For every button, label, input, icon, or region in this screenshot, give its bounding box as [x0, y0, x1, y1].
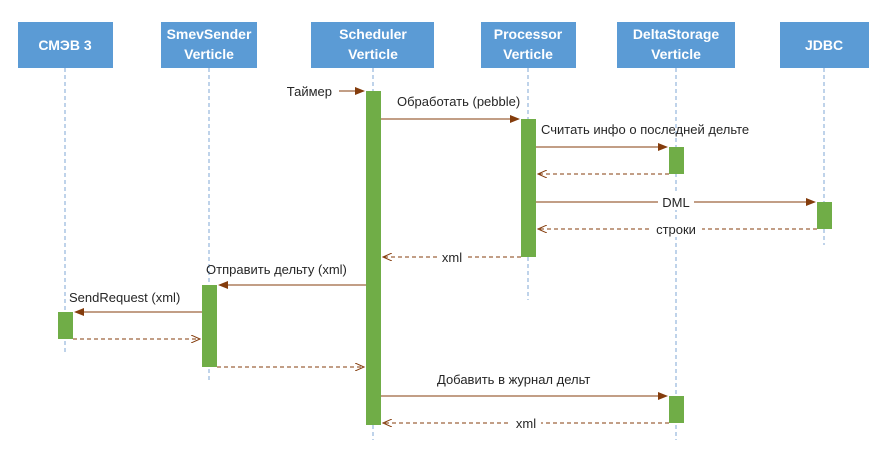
- message-label: xml: [516, 416, 536, 431]
- participant-deltastorage: DeltaStorage Verticle: [617, 22, 735, 68]
- participant-box: [161, 22, 257, 68]
- activation-smevsender: [202, 285, 217, 367]
- message-label: Обработать (pebble): [397, 94, 520, 109]
- participant-box: [780, 22, 869, 68]
- message-xml-2: xml: [383, 415, 669, 431]
- message-process: Обработать (pebble): [381, 94, 520, 123]
- messages: Таймер Обработать (pebble) Считать инфо …: [69, 84, 817, 431]
- participant-box: [481, 22, 576, 68]
- message-label: Таймер: [287, 84, 332, 99]
- participant-name-line1: SmevSender: [167, 26, 252, 42]
- participant-box: [617, 22, 735, 68]
- participant-processor: Processor Verticle: [481, 22, 576, 68]
- activation-deltastorage-read: [669, 147, 684, 174]
- activation-jdbc: [817, 202, 832, 229]
- participant-jdbc: JDBC: [780, 22, 869, 68]
- participant-name-line2: Verticle: [348, 46, 398, 62]
- participant-name: JDBC: [805, 37, 843, 53]
- label-background: [650, 221, 702, 237]
- participant-name-line1: Processor: [494, 26, 563, 42]
- participant-name-line1: DeltaStorage: [633, 26, 720, 42]
- activation-processor: [521, 119, 536, 257]
- participant-name-line2: Verticle: [184, 46, 234, 62]
- message-add-journal: Добавить в журнал дельт: [381, 372, 668, 400]
- participant-scheduler: Scheduler Verticle: [311, 22, 434, 68]
- participant-name-line2: Verticle: [651, 46, 701, 62]
- message-read-info: Считать инфо о последней дельте: [536, 122, 749, 151]
- participant-name-line2: Verticle: [503, 46, 553, 62]
- message-label: строки: [656, 222, 696, 237]
- participant-name: СМЭВ 3: [38, 37, 92, 53]
- message-label: Добавить в журнал дельт: [437, 372, 590, 387]
- participant-box: [18, 22, 113, 68]
- message-rows: строки: [538, 221, 817, 237]
- message-dml: DML: [536, 194, 816, 210]
- participant-smev3: СМЭВ 3: [18, 22, 113, 68]
- label-background: [437, 249, 467, 265]
- message-xml-1: xml: [383, 249, 521, 265]
- participant-smevsender: SmevSender Verticle: [161, 22, 257, 68]
- participant-name-line1: Scheduler: [339, 26, 407, 42]
- activation-bars: [58, 91, 832, 425]
- message-label: SendRequest (xml): [69, 290, 180, 305]
- activation-smev3: [58, 312, 73, 339]
- participants: СМЭВ 3 SmevSender Verticle Scheduler Ver…: [18, 22, 869, 68]
- message-label: xml: [442, 250, 462, 265]
- activation-deltastorage-journal: [669, 396, 684, 423]
- message-label: Отправить дельту (xml): [206, 262, 347, 277]
- message-label: Считать инфо о последней дельте: [541, 122, 749, 137]
- message-send-request: SendRequest (xml): [69, 290, 202, 316]
- message-timer: Таймер: [287, 84, 365, 99]
- participant-box: [311, 22, 434, 68]
- label-background: [658, 194, 694, 210]
- message-send-delta: Отправить дельту (xml): [206, 262, 366, 289]
- activation-scheduler: [366, 91, 381, 425]
- label-background: [511, 415, 541, 431]
- message-label: DML: [662, 195, 689, 210]
